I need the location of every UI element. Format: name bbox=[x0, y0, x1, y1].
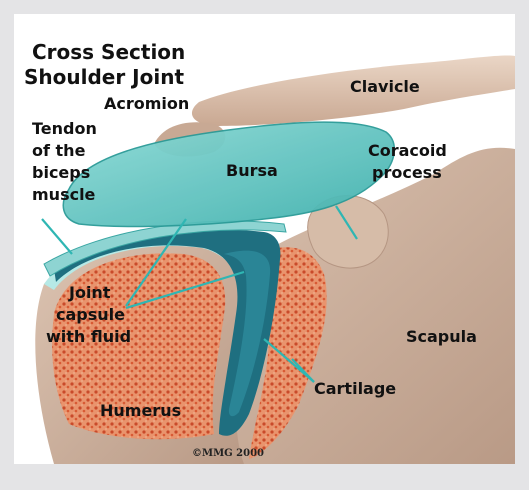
label-scapula: Scapula bbox=[406, 327, 477, 346]
label-tendon-line-1: Tendon bbox=[32, 119, 97, 138]
label-tendon-line-4: muscle bbox=[32, 185, 96, 204]
label-coracoid-line-2: process bbox=[372, 163, 442, 182]
label-coracoid-line-1: Coracoid bbox=[368, 141, 447, 160]
title-line-2: Shoulder Joint bbox=[24, 65, 184, 89]
label-clavicle: Clavicle bbox=[350, 77, 420, 96]
shoulder-joint-illustration: Cross Section Shoulder Joint Acromion Cl… bbox=[14, 14, 515, 464]
diagram-canvas: Cross Section Shoulder Joint Acromion Cl… bbox=[14, 14, 515, 464]
label-acromion: Acromion bbox=[104, 94, 189, 113]
label-cartilage: Cartilage bbox=[314, 379, 396, 398]
leader-line-tendon bbox=[42, 219, 72, 254]
copyright-notice: ©MMG 2000 bbox=[192, 448, 264, 459]
label-joint-line-3: with fluid bbox=[46, 327, 131, 346]
label-tendon-line-3: biceps bbox=[32, 163, 90, 182]
label-bursa: Bursa bbox=[226, 161, 278, 180]
title-line-1: Cross Section bbox=[32, 40, 185, 64]
label-joint-line-2: capsule bbox=[56, 305, 125, 324]
label-joint-line-1: Joint bbox=[68, 283, 111, 302]
label-tendon-line-2: of the bbox=[32, 141, 86, 160]
label-humerus: Humerus bbox=[100, 401, 181, 420]
